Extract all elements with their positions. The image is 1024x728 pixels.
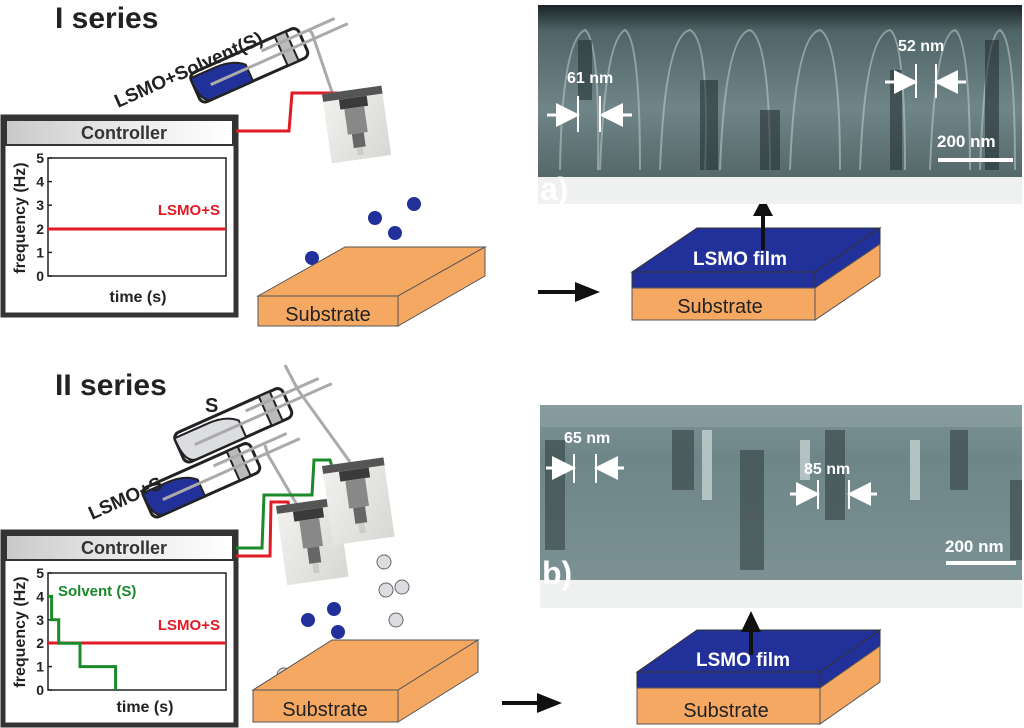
series2-tem-pointer-arrow: [741, 611, 761, 655]
series1-film-stack: LSMO film Substrate: [630, 227, 882, 321]
series2-controller-title: Controller: [81, 538, 167, 558]
series1-film-substrate-label: Substrate: [677, 296, 763, 318]
series2-panel-label: b): [542, 555, 572, 591]
series2-solvent-line: [48, 594, 118, 690]
series1-film-label: LSMO film: [693, 249, 787, 270]
series2-solvent-syringe-label: S: [205, 395, 218, 417]
series1-substrate: Substrate: [256, 246, 487, 327]
series2-ytick-label: 0: [36, 682, 44, 698]
series1-group: I series LSMO+Solvent(S) Controller 0123…: [0, 2, 1022, 327]
series2-ytick-label: 3: [36, 612, 44, 628]
series2-measure2-label: 85 nm: [804, 461, 850, 478]
series1-injector-photo: [322, 85, 392, 164]
series1-ytick-label: 2: [36, 221, 44, 237]
series2-measure1-label: 65 nm: [564, 430, 610, 447]
series2-lsmo-syringe: [141, 432, 301, 519]
series2-scalebar-label: 200 nm: [945, 537, 1004, 556]
series1-ytick-label: 5: [36, 150, 44, 166]
series2-ylabel: frequency (Hz): [12, 576, 29, 687]
series1-ytick-label: 0: [36, 268, 44, 284]
series1-process-arrow: [538, 282, 600, 302]
series1-tem-pointer-arrow: [753, 197, 773, 250]
series2-film-label: LSMO film: [696, 650, 790, 671]
series1-syringe: [189, 17, 349, 104]
series1-lsmo-label: LSMO+S: [158, 202, 220, 219]
series1-tem-image: a) 61 nm 52 nm 200 nm: [538, 5, 1022, 207]
series2-substrate-label: Substrate: [282, 699, 368, 721]
series2-ytick-label: 5: [36, 565, 44, 581]
series1-scalebar-label: 200 nm: [937, 132, 996, 151]
series1-wire: [236, 91, 340, 133]
series1-panel-label: a): [540, 171, 568, 207]
series2-process-arrow: [502, 693, 562, 713]
series1-plot-area: [47, 157, 227, 277]
series2-solvent-wire: [236, 458, 335, 550]
series2-substrate: Substrate: [251, 639, 480, 723]
series2-lsmo-label: LSMO+S: [158, 617, 220, 634]
series1-ytick-label: 1: [36, 244, 44, 260]
series1-ytick-label: 3: [36, 197, 44, 213]
series2-ytick-label: 4: [36, 588, 44, 604]
series2-solvent-injector-photo: [322, 457, 395, 546]
series1-xlabel: time (s): [110, 289, 167, 306]
series2-ytick-label: 1: [36, 659, 44, 675]
series2-group: II series S LSMO+S Controller 0 1 2 3 4 5: [0, 364, 1022, 728]
series1-substrate-label: Substrate: [285, 304, 371, 326]
series2-film-stack: LSMO film Substrate: [635, 629, 882, 725]
series2-film-substrate-label: Substrate: [683, 700, 769, 722]
series1-ylabel: frequency (Hz): [12, 162, 29, 273]
series2-solvent-label: Solvent (S): [58, 583, 136, 600]
series1-ytick-label: 4: [36, 174, 44, 190]
series1-scalebar: [938, 158, 1013, 162]
series1-measure1-label: 61 nm: [567, 70, 613, 87]
series2-solvent-syringe: [173, 377, 333, 464]
series1-title: I series: [55, 2, 158, 35]
series2-scalebar: [946, 561, 1016, 565]
series2-title: II series: [55, 369, 167, 402]
series2-solvent-tube: [283, 364, 352, 463]
series1-tube: [307, 28, 336, 99]
series2-tem-image: b) 65 nm 85 nm 200 nm: [540, 405, 1022, 608]
series1-controller-title: Controller: [81, 123, 167, 143]
series2-plot-area: [47, 572, 227, 691]
series2-ytick-label: 2: [36, 635, 44, 651]
series2-lsmo-tube: [263, 444, 302, 511]
series1-measure2-label: 52 nm: [898, 38, 944, 55]
series2-xlabel: time (s): [117, 699, 174, 716]
